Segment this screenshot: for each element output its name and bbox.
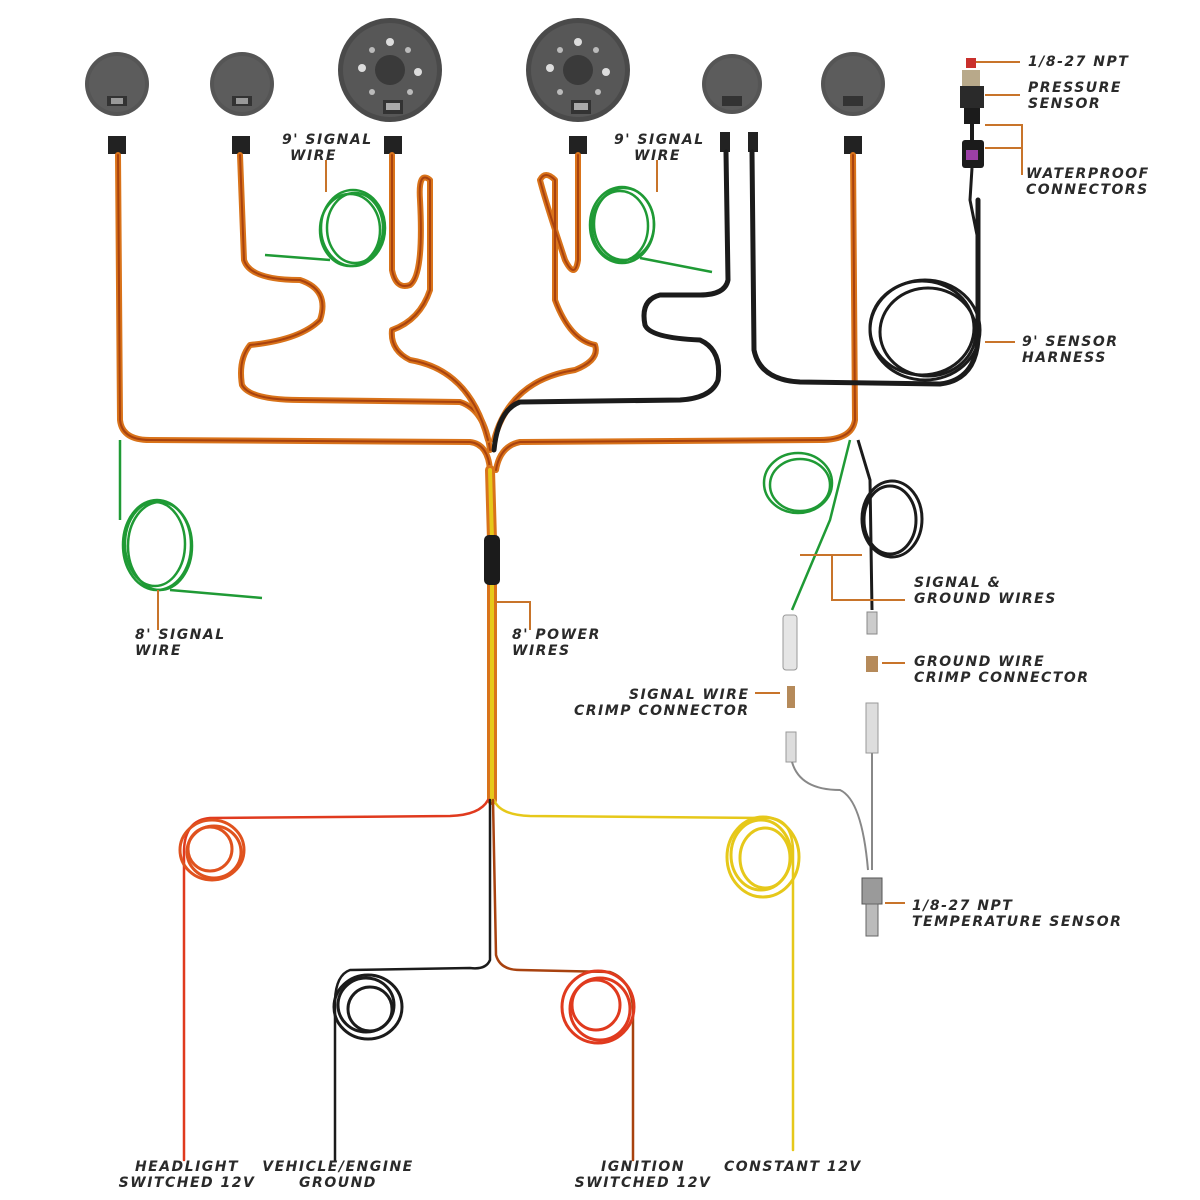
sensor-harness-label: 9' SENSOR HARNESS bbox=[1022, 334, 1119, 366]
ground-wire-crimp-label: GROUND WIRE CRIMP CONNECTOR bbox=[914, 654, 1090, 686]
signal-wire-8-label: 8' SIGNAL WIRE bbox=[135, 627, 226, 659]
green-coil-left bbox=[118, 440, 263, 600]
gauge-plugs bbox=[108, 132, 862, 154]
signal-ground-wires-label: SIGNAL & GROUND WIRES bbox=[914, 575, 1057, 607]
temperature-sensor bbox=[861, 877, 883, 937]
crimp-connectors bbox=[782, 611, 879, 871]
constant-coil bbox=[725, 815, 801, 899]
green-coil-right bbox=[762, 439, 852, 611]
ignition-label: IGNITION SWITCHED 12V bbox=[574, 1159, 712, 1191]
ground-coil bbox=[332, 973, 404, 1041]
signal-wire-left-label: 9' SIGNAL WIRE bbox=[282, 132, 373, 164]
wire-coils bbox=[118, 185, 982, 1045]
gauge-large-1 bbox=[338, 18, 442, 122]
gauge-small-1 bbox=[85, 52, 149, 116]
headlight-label: HEADLIGHT SWITCHED 12V bbox=[118, 1159, 256, 1191]
npt-top-label: 1/8-27 NPT bbox=[1028, 54, 1130, 70]
green-coil-top-right bbox=[588, 185, 713, 274]
gauge-small-3 bbox=[702, 54, 762, 114]
wire-harness bbox=[115, 149, 981, 1162]
temperature-sensor-label: 1/8-27 NPT TEMPERATURE SENSOR bbox=[912, 898, 1123, 930]
ignition-coil bbox=[560, 969, 636, 1045]
gauge-small-4 bbox=[821, 52, 885, 116]
waterproof-connectors-label: WATERPROOF CONNECTORS bbox=[1026, 166, 1150, 198]
gauge-large-2 bbox=[526, 18, 630, 122]
signal-wire-crimp-label: SIGNAL WIRE CRIMP CONNECTOR bbox=[574, 687, 750, 719]
signal-wire-right-label: 9' SIGNAL WIRE bbox=[614, 132, 705, 164]
power-wires-label: 8' POWER WIRES bbox=[512, 627, 601, 659]
constant-label: CONSTANT 12V bbox=[724, 1159, 862, 1175]
black-coil-right bbox=[856, 439, 924, 611]
leader-lines bbox=[157, 61, 1023, 904]
pressure-sensor-assembly bbox=[960, 58, 984, 241]
vehicle-ground-label: VEHICLE/ENGINE GROUND bbox=[262, 1159, 414, 1191]
sensor-harness-coil bbox=[868, 278, 982, 382]
green-coil-top-left bbox=[264, 188, 387, 268]
headlight-coil bbox=[178, 818, 246, 882]
gauge-small-2 bbox=[210, 52, 274, 116]
pressure-sensor-label: PRESSURE SENSOR bbox=[1028, 80, 1122, 112]
